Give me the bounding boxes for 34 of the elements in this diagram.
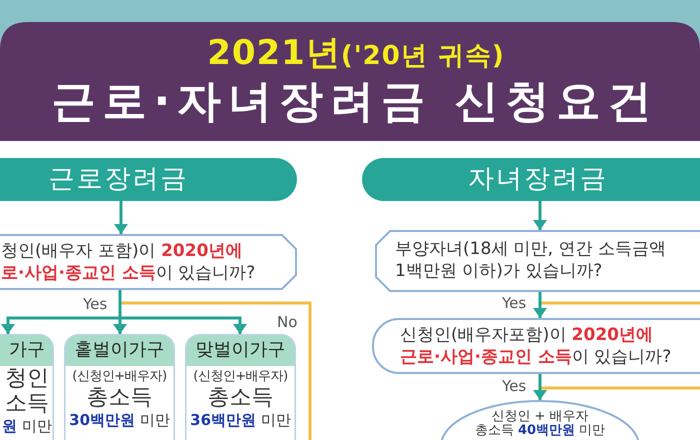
income-limit-text: 원 미만 xyxy=(2,417,52,436)
flow-arrow xyxy=(114,201,128,234)
question-box xyxy=(372,318,700,374)
question-box xyxy=(375,230,700,292)
condition-text: 총소득 40백만원 미만 xyxy=(474,424,606,438)
household-card xyxy=(0,334,54,440)
household-card xyxy=(64,334,175,440)
year-subtitle: 2021년('20년 귀속) xyxy=(207,34,505,75)
category-banner xyxy=(362,158,700,201)
flow-arrow xyxy=(533,292,547,318)
card-heading: 홑벌이가구 xyxy=(74,338,164,362)
question-text: 신청인(배우자포함)이 2020년에 근로·사업·종교인 소득이 있습니까? xyxy=(400,324,672,368)
card-text: 총소득 xyxy=(208,385,274,410)
card-subtext: (신청인+배우자) xyxy=(193,369,288,385)
title: 근로·자녀장려금 신청요건 xyxy=(51,76,659,128)
condition-text: 신청인 + 배우자 xyxy=(491,410,589,424)
question-box xyxy=(0,234,297,290)
question-text: 부양자녀(18세 미만, 연간 소득금액 1백만원 이하)가 있습니까? xyxy=(395,238,667,282)
flow-arrow xyxy=(533,201,547,230)
card-heading: 맞벌이가구 xyxy=(196,338,286,362)
card-subtext: (신청인+배우자) xyxy=(72,369,167,385)
card-heading: 가구 xyxy=(9,338,45,362)
banner-title: 자녀장려금 xyxy=(468,163,608,196)
card-text: 소득 xyxy=(5,391,49,416)
banner-title: 근로장려금 xyxy=(48,163,188,196)
flow-arrow xyxy=(118,290,247,334)
question-text: 청인(배우자 포함)이 2020년에 로·사업·종교인 소득이 있습니까? xyxy=(1,240,256,284)
flow-arrow xyxy=(533,374,547,400)
card-text: 청인 xyxy=(5,366,49,391)
income-limit-text: 36백만원 미만 xyxy=(190,411,291,430)
category-banner xyxy=(0,158,297,201)
household-card xyxy=(185,334,296,440)
card-text: 총소득 xyxy=(86,385,152,410)
income-limit-text: 30백만원 미만 xyxy=(69,411,170,430)
